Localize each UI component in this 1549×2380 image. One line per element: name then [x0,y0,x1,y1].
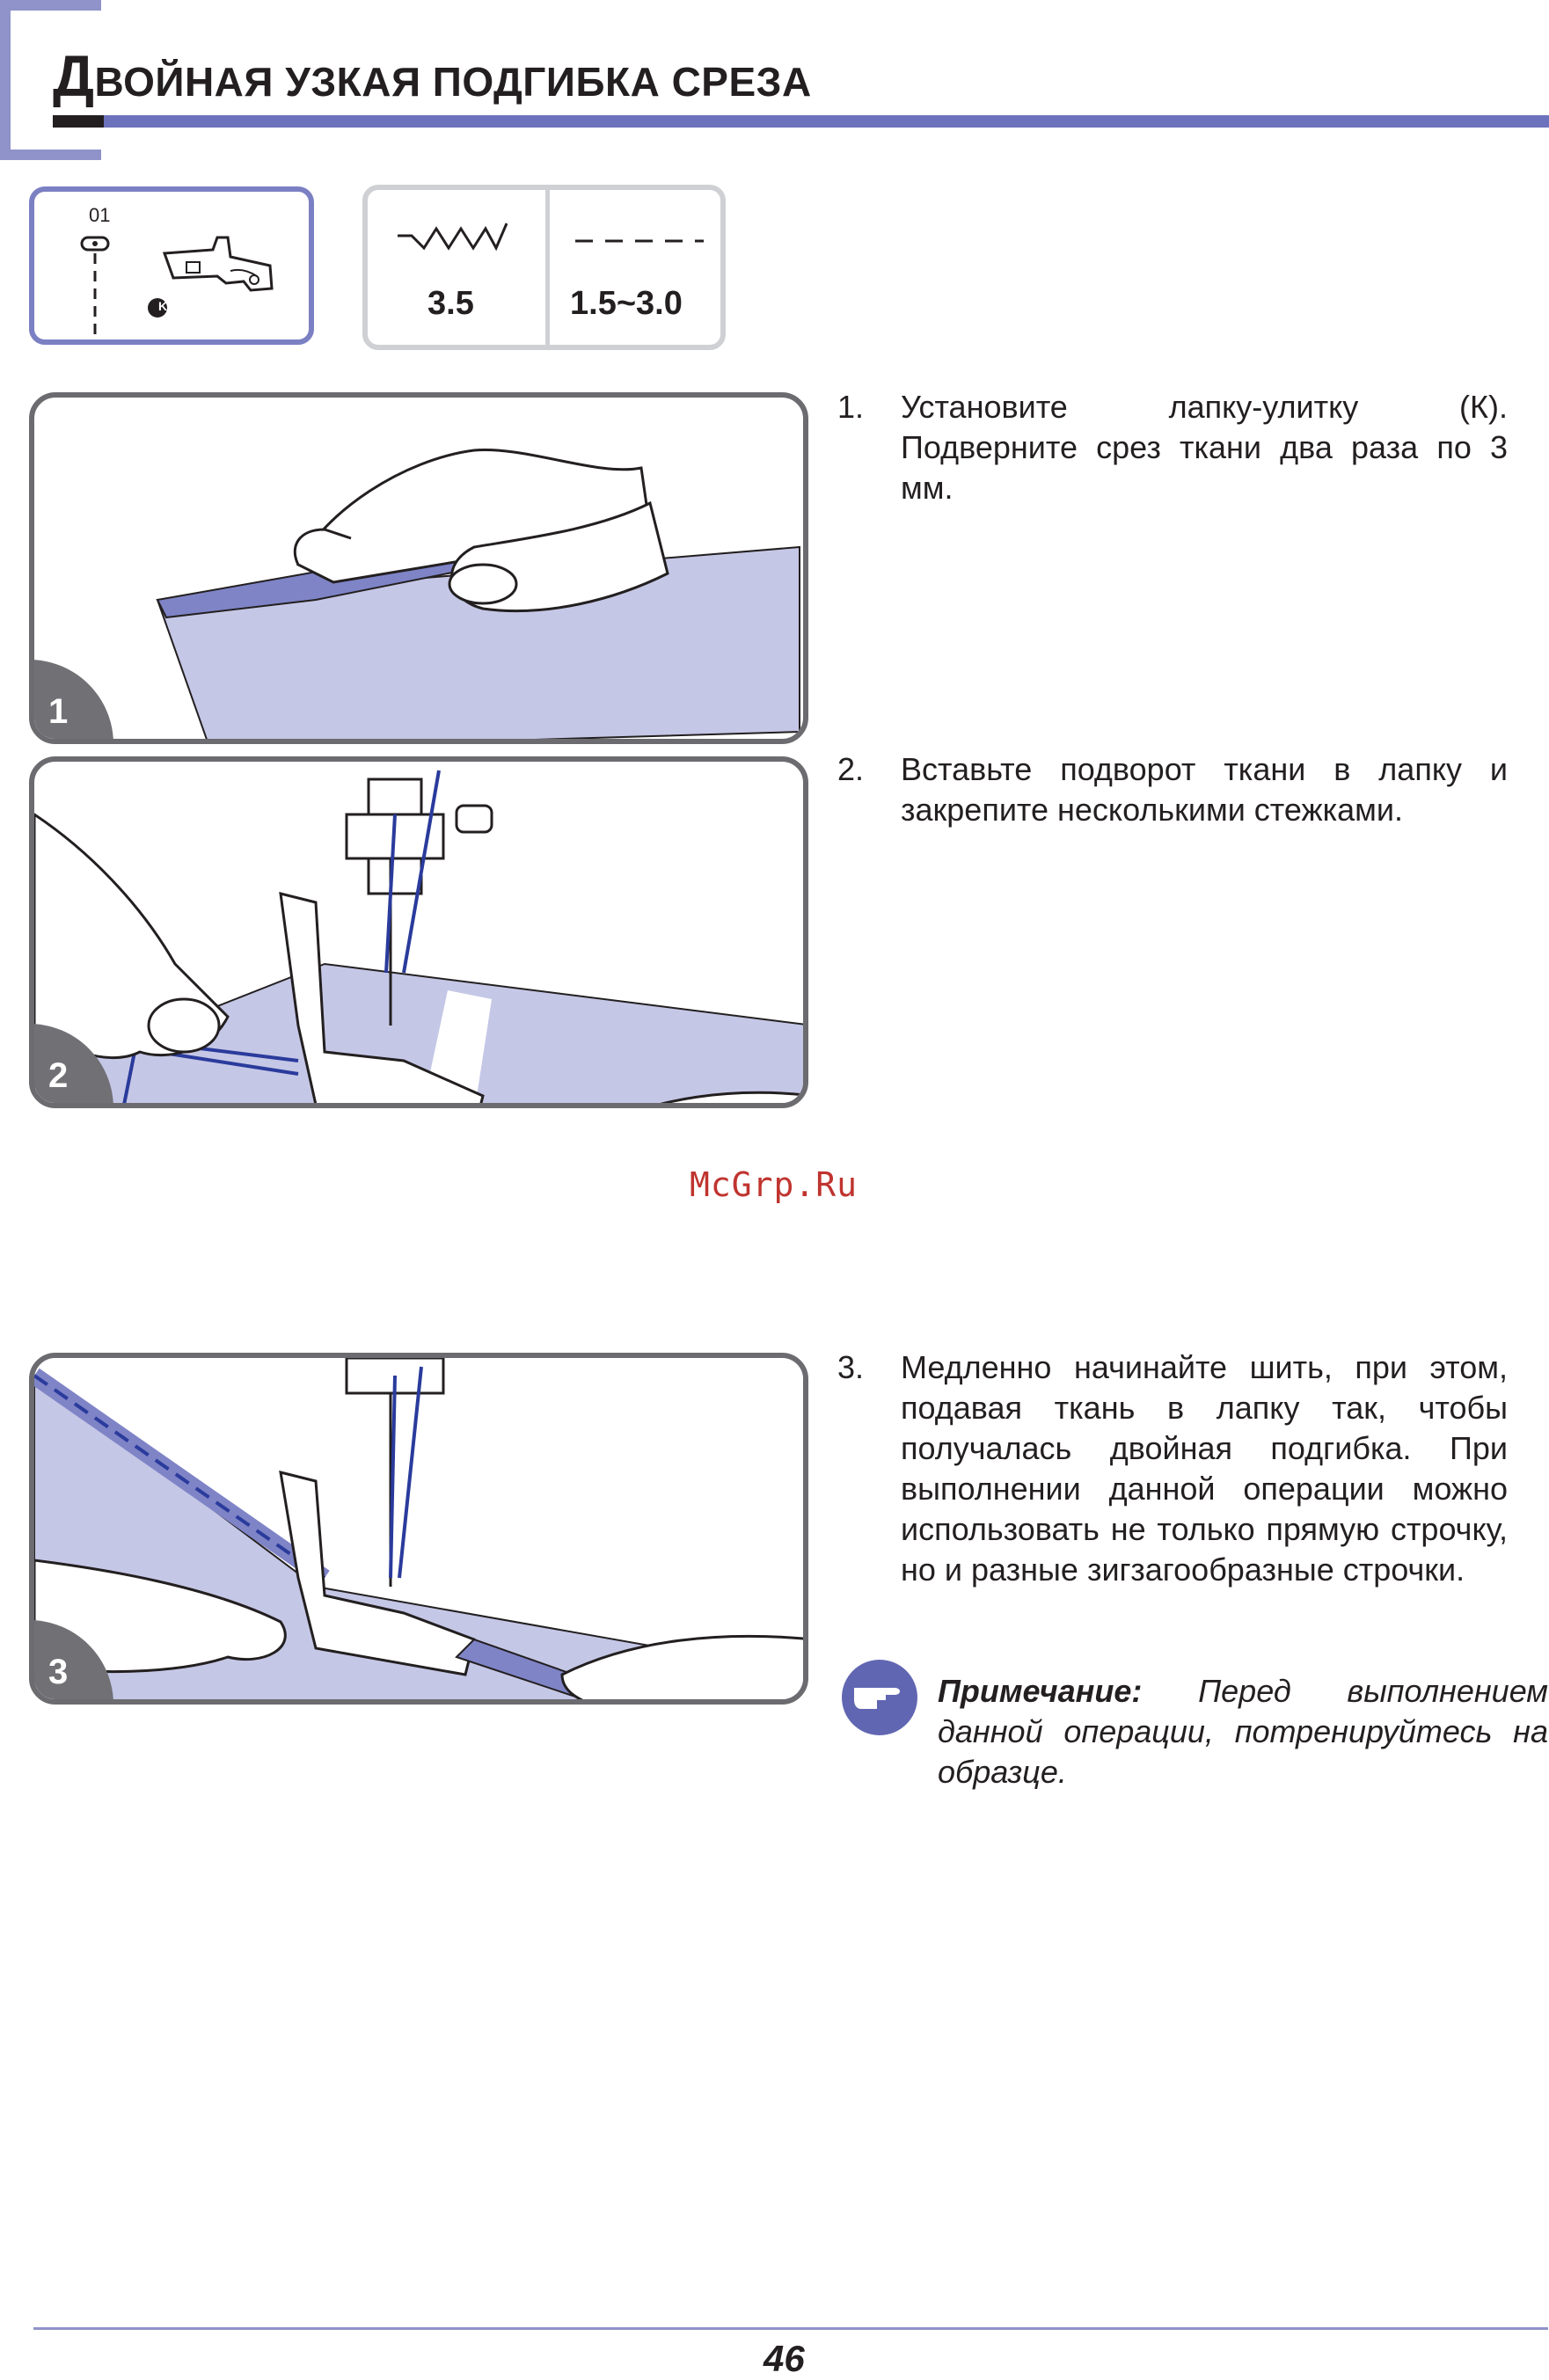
illustration-panel-1: 1 [29,392,808,744]
stitch-width-value: 3.5 [427,285,474,322]
stitch-length-value: 1.5~3.0 [570,285,683,322]
page-number: 46 [764,2338,805,2379]
illustration-panel-3: 3 [29,1353,808,1705]
illustration-panel-2: 2 [29,756,808,1108]
presser-foot-box: 01 K [29,186,314,345]
note-text: Перед выполнением данной операции, потре… [938,1673,1548,1790]
title-underline [104,115,1549,128]
step-text: Вставьте подворот ткани в лапку и закреп… [901,751,1508,828]
step-number: 2. [837,751,865,787]
step-text: Установите лапку-улитку (К). Подверните … [901,389,1508,506]
page-title: ДВОЙНАЯ УЗКАЯ ПОДГИБКА СРЕЗА [53,43,812,108]
step-number: 3. [837,1349,865,1385]
fold-fabric-illustration [156,449,800,739]
stitch-length-icon [575,239,704,243]
zigzag-stitch-icon [398,223,508,252]
insert-fabric-illustration [34,770,803,1103]
step-number: 1. [837,389,865,425]
watermark: McGrp.Ru [690,1165,859,1204]
foot-letter-badge: K [157,299,168,313]
title-underline-dark [53,115,104,128]
step-text: Медленно начинайте шить, при этом, подав… [901,1349,1508,1588]
needle-position-label: 01 [89,204,111,226]
stitch-settings-box: 3.5 1.5~3.0 [362,185,726,350]
note-block: Примечание: Перед выполнением данной опе… [938,1671,1548,1792]
settings-divider [545,190,550,345]
footer-rule [33,2327,1548,2330]
sewing-hem-illustration [34,1358,803,1699]
needle-position-icon [80,236,110,341]
note-label: Примечание: [938,1673,1143,1709]
rolled-hem-foot-icon [148,236,274,318]
pointing-hand-icon [842,1660,917,1735]
